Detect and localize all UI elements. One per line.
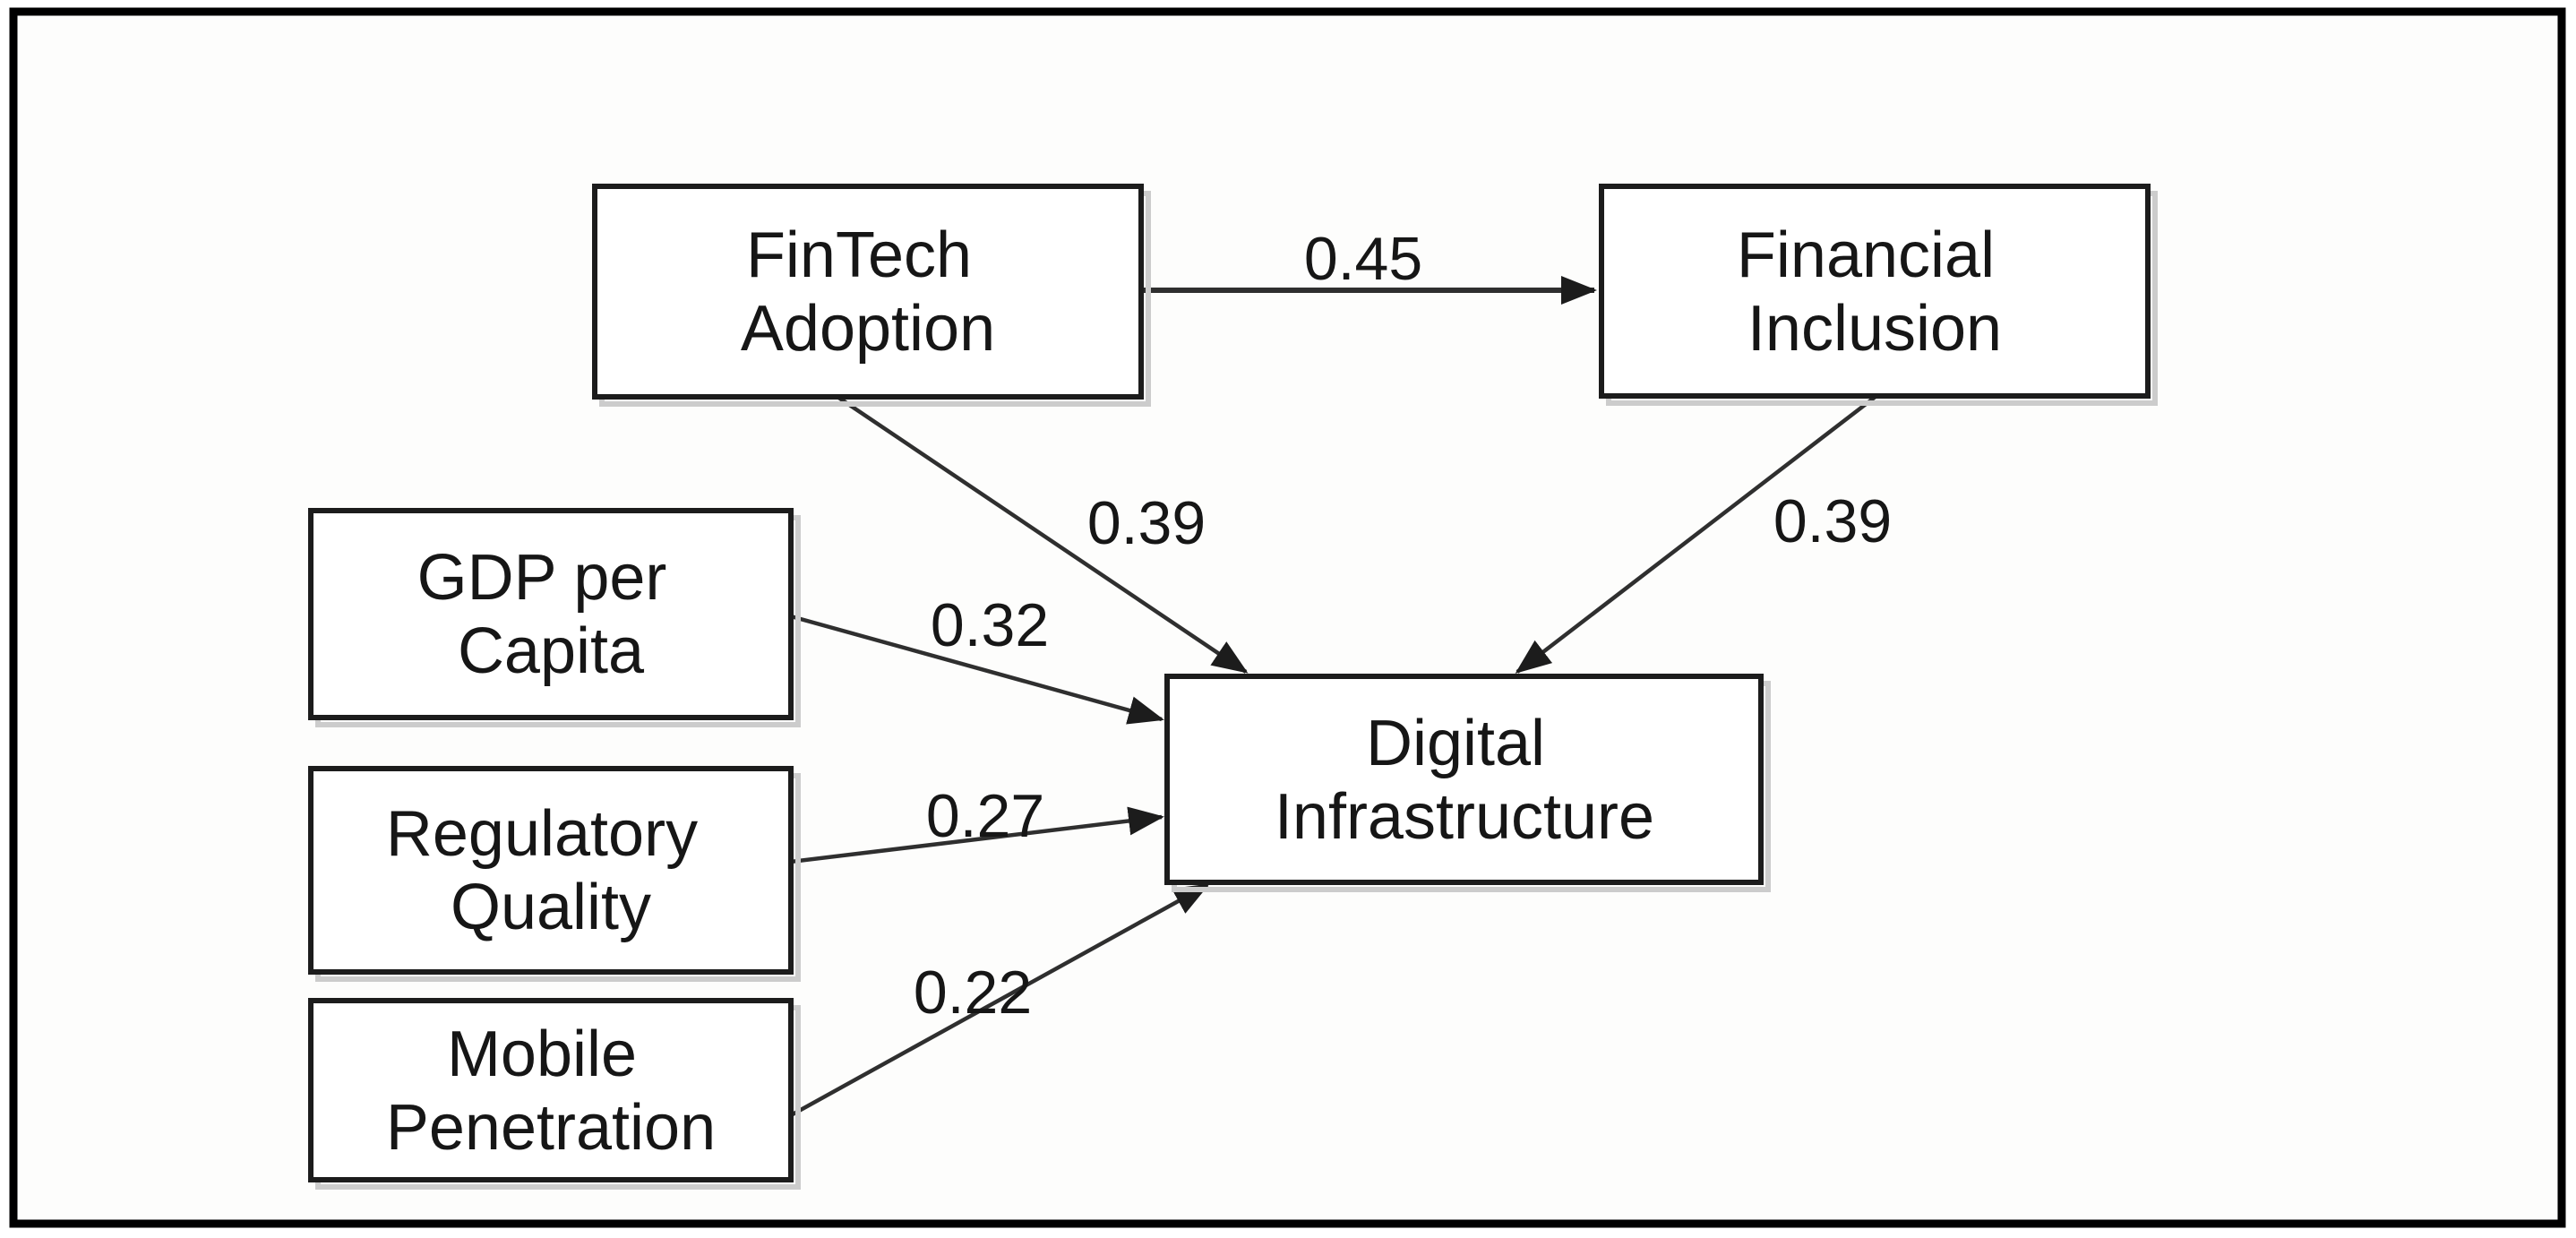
node-digital-infrastructure-box xyxy=(1164,674,1764,885)
node-gdp-per-capita-line1: GDP per xyxy=(417,542,667,614)
edge-label-fintech-to-digital: 0.39 xyxy=(1087,489,1206,557)
node-regulatory-quality-line2: Quality xyxy=(451,872,651,943)
edge-label-fintech-to-financial: 0.45 xyxy=(1304,225,1422,293)
node-gdp-per-capita: GDP per Capita xyxy=(308,508,801,727)
edge-financial-to-digital-arrow xyxy=(1515,394,1878,674)
node-regulatory-quality-line1: Regulatory xyxy=(386,798,698,870)
node-digital-infrastructure: Digital Infrastructure xyxy=(1164,674,1771,892)
node-gdp-per-capita-box xyxy=(308,508,794,720)
node-digital-infrastructure-line1: Digital xyxy=(1366,708,1545,779)
node-fintech-adoption: FinTech Adoption xyxy=(592,184,1151,407)
edge-label-financial-to-digital: 0.39 xyxy=(1773,487,1892,555)
edge-label-regulatory-to-digital: 0.27 xyxy=(926,782,1044,850)
node-financial-inclusion: Financial Inclusion xyxy=(1599,184,2158,406)
edge-fintech-to-digital-arrow xyxy=(836,395,1249,674)
edge-mobile-to-digital-arrow xyxy=(789,883,1210,1117)
edges-group: 0.45 0.39 0.39 0.32 0.27 0.22 xyxy=(789,225,1892,1117)
node-mobile-penetration-label: Mobile Penetration xyxy=(386,1019,716,1164)
edge-label-mobile-to-digital: 0.22 xyxy=(914,959,1032,1027)
node-fintech-adoption-label: FinTech Adoption xyxy=(741,219,995,365)
node-regulatory-quality: Regulatory Quality xyxy=(308,766,801,982)
node-mobile-penetration-line2: Penetration xyxy=(386,1092,716,1164)
node-financial-inclusion-line1: Financial xyxy=(1737,219,1995,291)
nodes-group: FinTech Adoption Financial Inclusion GDP… xyxy=(308,184,2158,1190)
node-fintech-adoption-line2: Adoption xyxy=(741,293,995,365)
node-gdp-per-capita-line2: Capita xyxy=(458,615,645,687)
node-financial-inclusion-line2: Inclusion xyxy=(1747,293,2002,365)
node-financial-inclusion-box xyxy=(1599,184,2151,399)
edge-regulatory-to-digital-arrow xyxy=(790,806,1164,864)
node-mobile-penetration-line1: Mobile xyxy=(447,1019,637,1090)
node-fintech-adoption-box xyxy=(592,184,1144,400)
node-digital-infrastructure-line2: Infrastructure xyxy=(1275,781,1654,853)
node-regulatory-quality-label: Regulatory Quality xyxy=(386,798,716,943)
edge-label-gdp-to-digital: 0.32 xyxy=(931,591,1049,659)
node-gdp-per-capita-label: GDP per Capita xyxy=(417,542,685,687)
node-mobile-penetration-box xyxy=(308,998,794,1182)
node-fintech-adoption-line1: FinTech xyxy=(746,219,972,291)
edge-gdp-to-digital-arrow xyxy=(790,614,1164,725)
node-regulatory-quality-box xyxy=(308,766,794,975)
node-financial-inclusion-label: Financial Inclusion xyxy=(1737,219,2013,365)
node-digital-infrastructure-label: Digital Infrastructure xyxy=(1275,708,1654,853)
node-mobile-penetration: Mobile Penetration xyxy=(308,998,801,1190)
